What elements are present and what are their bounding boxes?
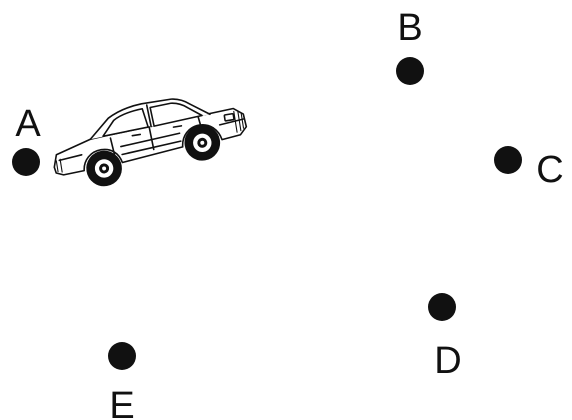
point-e-dot <box>108 342 136 370</box>
car-body <box>53 107 248 176</box>
point-c-dot <box>494 146 522 174</box>
car-rocker <box>121 140 182 156</box>
point-b: B <box>396 7 424 85</box>
car-rear-ridges <box>55 158 63 173</box>
point-c-label: C <box>536 149 563 191</box>
point-b-dot <box>396 57 424 85</box>
car-pillar <box>145 104 152 128</box>
point-a-dot <box>12 148 40 176</box>
point-a: A <box>12 103 41 176</box>
car-front-wheel <box>184 124 221 161</box>
point-d-dot <box>428 293 456 321</box>
car-headlight <box>223 112 235 122</box>
car-rear-wheel <box>86 150 122 187</box>
car-door-handles <box>131 125 183 137</box>
point-d: D <box>428 293 462 382</box>
car-window-front <box>149 102 203 127</box>
point-c: C <box>494 146 564 191</box>
point-b-label: B <box>397 7 422 49</box>
point-d-label: D <box>434 340 461 382</box>
point-e-label: E <box>109 385 134 420</box>
car-icon <box>53 98 248 187</box>
car-front-ridges <box>233 110 245 133</box>
car-window-rear <box>102 107 149 138</box>
point-a-label: A <box>15 103 41 145</box>
point-e: E <box>108 342 136 420</box>
